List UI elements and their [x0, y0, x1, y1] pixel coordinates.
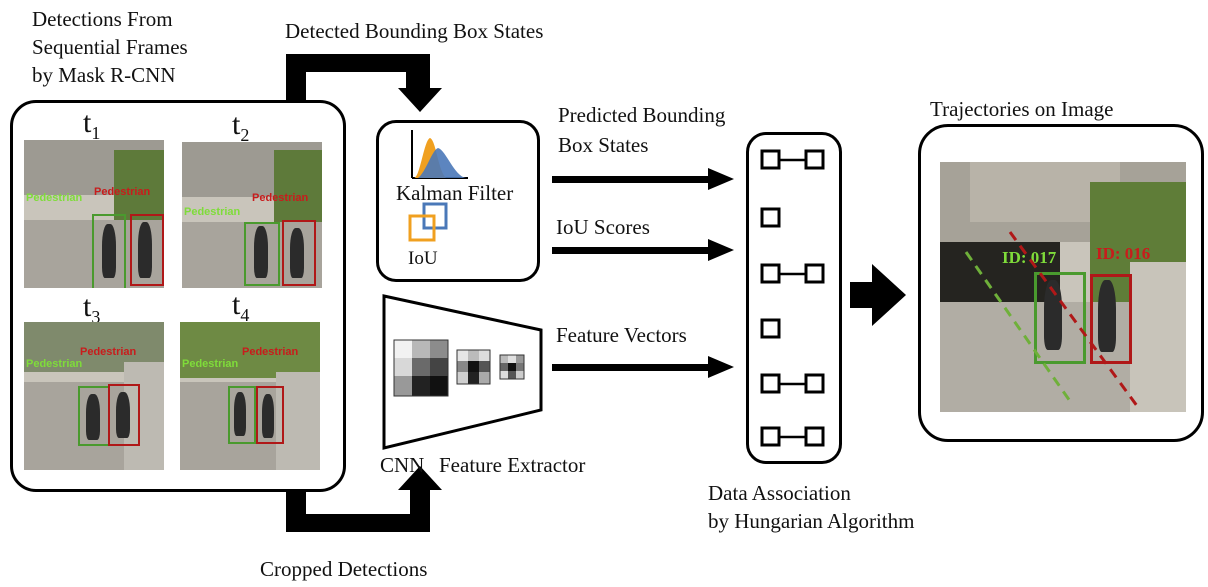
frame-image-1: Pedestrian Pedestrian [24, 140, 164, 288]
iou-arrow [552, 239, 734, 261]
data-association-line-1: Data Association [708, 481, 851, 505]
green-trajectory-line [964, 251, 1074, 405]
frame4-green-label: Pedestrian [182, 358, 239, 370]
iou-scores-label: IoU Scores [556, 215, 650, 239]
predicted-states-line-2: Box States [558, 133, 649, 157]
trajectory-image: ID: 017 ID: 016 [940, 162, 1186, 412]
trajectories-title: Trajectories on Image [930, 97, 1114, 121]
predicted-arrow [552, 168, 734, 190]
data-association-box [746, 132, 842, 464]
frame-image-4: Pedestrian Pedestrian [180, 322, 320, 470]
cropped-detections-label: Cropped Detections [260, 557, 428, 581]
detections-title-line-3: by Mask R-CNN [32, 63, 176, 87]
red-trajectory-line [1008, 231, 1142, 411]
data-association-line-2: by Hungarian Algorithm [708, 509, 915, 533]
feature-map-large [393, 339, 449, 397]
kalman-filter-label: Kalman Filter [396, 181, 514, 205]
assoc-row-1 [760, 149, 825, 170]
kalman-iou-box [376, 120, 540, 282]
iou-orange-square [408, 214, 436, 242]
frame1-red-label: Pedestrian [94, 186, 151, 198]
detections-title-line-1: Detections From [32, 7, 173, 31]
assoc-row-4 [760, 318, 781, 339]
frame-image-2: Pedestrian Pedestrian [182, 142, 322, 288]
frame3-green-label: Pedestrian [26, 358, 83, 370]
feature-arrow [552, 356, 734, 378]
assoc-row-6 [760, 426, 825, 447]
frame-image-3: Pedestrian Pedestrian [24, 322, 164, 470]
frame1-green-label: Pedestrian [26, 192, 83, 204]
top-elbow-arrow-shape [286, 54, 442, 112]
predicted-states-line-1: Predicted Bounding [558, 103, 726, 127]
cnn-label: CNN [380, 453, 425, 477]
feature-map-medium [456, 349, 491, 385]
detected-states-label: Detected Bounding Box States [285, 19, 544, 43]
frame4-red-label: Pedestrian [242, 346, 299, 358]
frame-label-t4: t4 [232, 288, 250, 326]
feature-map-small [499, 354, 525, 380]
big-arrow [850, 264, 906, 326]
trajectory-green-id: ID: 017 [1002, 248, 1057, 267]
iou-label: IoU [408, 248, 438, 269]
frame-label-t1: t1 [83, 106, 101, 144]
frame2-green-label: Pedestrian [184, 206, 241, 218]
feature-extractor-label: Feature Extractor [439, 453, 586, 477]
assoc-row-5 [760, 373, 825, 394]
frame-label-t3: t3 [83, 290, 101, 328]
distribution-blue [418, 148, 466, 178]
detections-title-line-2: Sequential Frames [32, 35, 188, 59]
frame3-red-label: Pedestrian [80, 346, 137, 358]
frame2-red-label: Pedestrian [252, 192, 309, 204]
assoc-row-3 [760, 263, 825, 284]
trajectory-red-id: ID: 016 [1096, 244, 1151, 263]
frame-label-t2: t2 [232, 108, 250, 146]
bottom-elbow-arrow-shape [286, 466, 442, 532]
feature-vectors-label: Feature Vectors [556, 323, 687, 347]
assoc-row-2 [760, 207, 781, 228]
